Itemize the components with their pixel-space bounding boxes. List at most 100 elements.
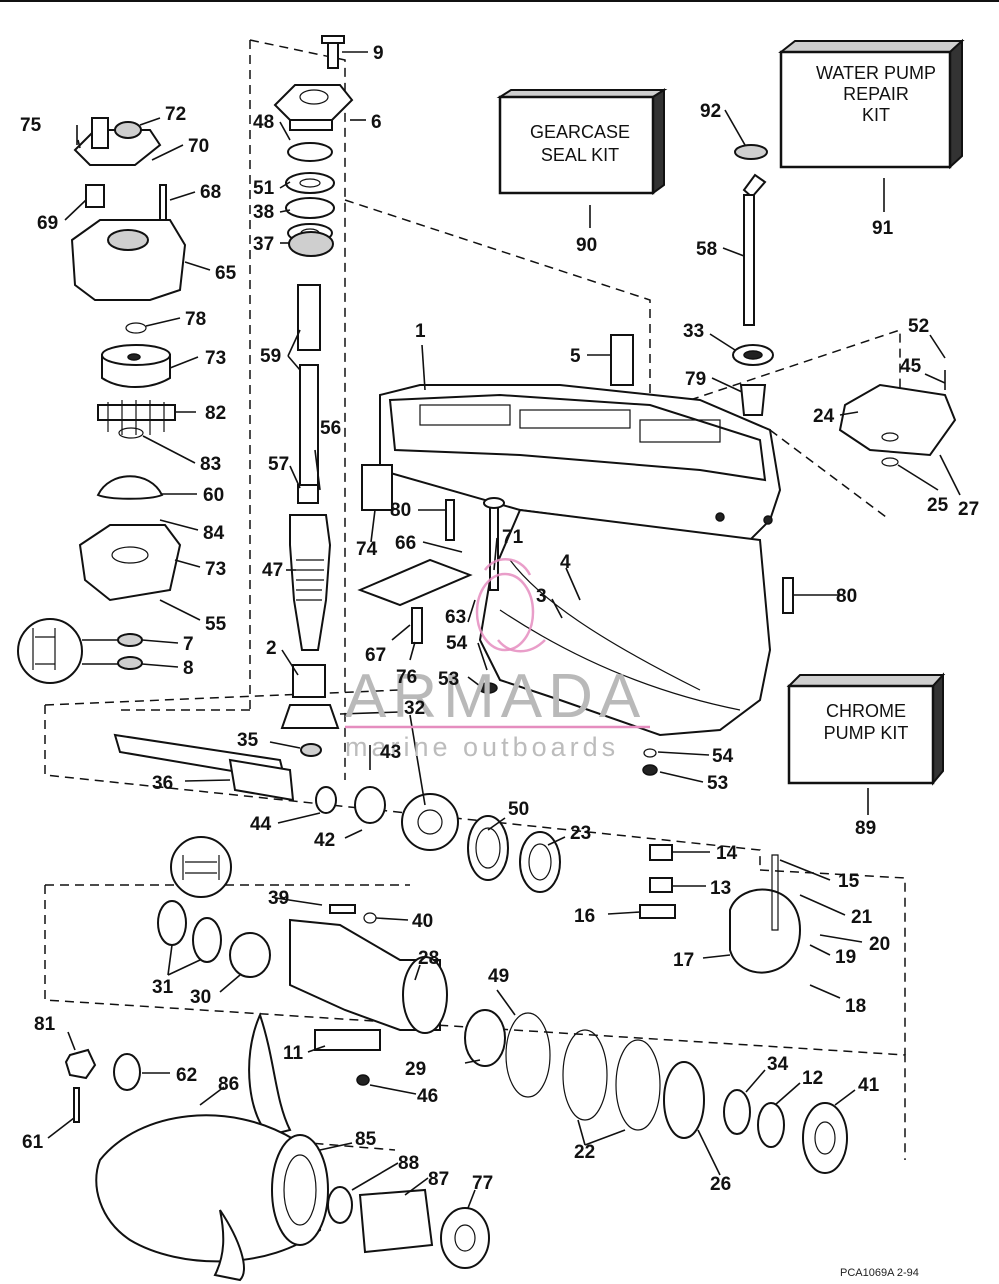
callout-61[interactable]: 61 xyxy=(22,1132,44,1153)
callout-17[interactable]: 17 xyxy=(673,950,694,971)
callout-84[interactable]: 84 xyxy=(203,523,225,544)
callout-5[interactable]: 5 xyxy=(570,346,581,367)
callout-80[interactable]: 80 xyxy=(390,500,411,521)
callout-18[interactable]: 18 xyxy=(845,996,866,1017)
callout-9[interactable]: 9 xyxy=(373,43,384,64)
callout-14[interactable]: 14 xyxy=(716,843,738,864)
callout-55[interactable]: 55 xyxy=(205,614,227,635)
gearcase-housing[interactable] xyxy=(379,384,782,737)
callout-27[interactable]: 27 xyxy=(958,499,979,520)
callout-91[interactable]: 91 xyxy=(872,218,894,239)
callout-80-right[interactable]: 80 xyxy=(836,586,857,607)
callout-47[interactable]: 47 xyxy=(262,560,283,581)
gearcase-seal-kit-box[interactable]: GEARCASE SEAL KIT xyxy=(496,88,668,195)
callout-81[interactable]: 81 xyxy=(34,1014,56,1035)
callout-88[interactable]: 88 xyxy=(398,1153,419,1174)
callout-87[interactable]: 87 xyxy=(428,1169,449,1190)
callout-48[interactable]: 48 xyxy=(253,112,274,133)
callout-71[interactable]: 71 xyxy=(502,527,524,548)
callout-33[interactable]: 33 xyxy=(683,321,704,342)
callout-76[interactable]: 76 xyxy=(396,667,417,688)
callout-21[interactable]: 21 xyxy=(851,907,873,928)
propeller-shaft-gears[interactable] xyxy=(113,733,802,974)
callout-23[interactable]: 23 xyxy=(570,823,591,844)
bearing-housing-assembly[interactable] xyxy=(157,836,848,1174)
callout-50[interactable]: 50 xyxy=(508,799,529,820)
callout-32[interactable]: 32 xyxy=(404,698,425,719)
callout-72[interactable]: 72 xyxy=(165,104,186,125)
callout-59[interactable]: 59 xyxy=(260,346,281,367)
callout-46[interactable]: 46 xyxy=(417,1086,438,1107)
callout-15[interactable]: 15 xyxy=(838,871,860,892)
callout-1[interactable]: 1 xyxy=(415,321,426,342)
callout-43[interactable]: 43 xyxy=(380,742,401,763)
water-tube-assembly[interactable] xyxy=(732,144,957,467)
callout-73[interactable]: 73 xyxy=(205,348,226,369)
water-pump-assembly[interactable] xyxy=(17,117,187,684)
callout-85[interactable]: 85 xyxy=(355,1129,377,1150)
callout-34[interactable]: 34 xyxy=(767,1054,789,1075)
callout-49[interactable]: 49 xyxy=(488,966,509,987)
callout-62[interactable]: 62 xyxy=(176,1065,197,1086)
callout-2[interactable]: 2 xyxy=(266,638,277,659)
callout-73-lower[interactable]: 73 xyxy=(205,559,226,580)
callout-38[interactable]: 38 xyxy=(253,202,274,223)
callout-68[interactable]: 68 xyxy=(200,182,221,203)
callout-26[interactable]: 26 xyxy=(710,1174,731,1195)
callout-40[interactable]: 40 xyxy=(412,911,433,932)
callout-63[interactable]: 63 xyxy=(445,607,466,628)
callout-29[interactable]: 29 xyxy=(405,1059,426,1080)
callout-7[interactable]: 7 xyxy=(183,634,194,655)
callout-22[interactable]: 22 xyxy=(574,1142,595,1163)
callout-66[interactable]: 66 xyxy=(395,533,416,554)
callout-77[interactable]: 77 xyxy=(472,1173,493,1194)
chrome-pump-kit-box[interactable]: CHROME PUMP KIT xyxy=(786,672,946,786)
callout-28[interactable]: 28 xyxy=(418,948,439,969)
callout-36[interactable]: 36 xyxy=(152,773,173,794)
callout-45[interactable]: 45 xyxy=(900,356,922,377)
driveshaft-assembly[interactable] xyxy=(273,35,354,757)
callout-67[interactable]: 67 xyxy=(365,645,386,666)
callout-3[interactable]: 3 xyxy=(536,586,547,607)
callout-92[interactable]: 92 xyxy=(700,101,721,122)
callout-65[interactable]: 65 xyxy=(215,263,237,284)
callout-25[interactable]: 25 xyxy=(927,495,949,516)
propeller-assembly[interactable] xyxy=(64,1012,490,1282)
callout-89[interactable]: 89 xyxy=(855,818,876,839)
callout-74[interactable]: 74 xyxy=(356,539,378,560)
callout-78[interactable]: 78 xyxy=(185,309,206,330)
callout-83[interactable]: 83 xyxy=(200,454,221,475)
callout-4[interactable]: 4 xyxy=(560,552,571,573)
callout-82[interactable]: 82 xyxy=(205,403,226,424)
callout-60[interactable]: 60 xyxy=(203,485,224,506)
callout-44[interactable]: 44 xyxy=(250,814,272,835)
callout-20[interactable]: 20 xyxy=(869,934,890,955)
callout-52[interactable]: 52 xyxy=(908,316,929,337)
callout-39[interactable]: 39 xyxy=(268,888,289,909)
callout-6[interactable]: 6 xyxy=(371,112,382,133)
callout-41[interactable]: 41 xyxy=(858,1075,880,1096)
callout-12[interactable]: 12 xyxy=(802,1068,823,1089)
callout-57[interactable]: 57 xyxy=(268,454,289,475)
callout-35[interactable]: 35 xyxy=(237,730,259,751)
callout-69[interactable]: 69 xyxy=(37,213,58,234)
water-pump-repair-kit-box[interactable]: WATER PUMP REPAIR KIT xyxy=(778,38,965,170)
callout-30[interactable]: 30 xyxy=(190,987,211,1008)
callout-86[interactable]: 86 xyxy=(218,1074,239,1095)
callout-58[interactable]: 58 xyxy=(696,239,717,260)
callout-42[interactable]: 42 xyxy=(314,830,335,851)
callout-51[interactable]: 51 xyxy=(253,178,275,199)
callout-54[interactable]: 54 xyxy=(446,633,468,654)
callout-54-lower[interactable]: 54 xyxy=(712,746,734,767)
callout-13[interactable]: 13 xyxy=(710,878,731,899)
callout-53-lower[interactable]: 53 xyxy=(707,773,728,794)
callout-90[interactable]: 90 xyxy=(576,235,597,256)
callout-24[interactable]: 24 xyxy=(813,406,835,427)
callout-8[interactable]: 8 xyxy=(183,658,194,679)
callout-37[interactable]: 37 xyxy=(253,234,274,255)
callout-56[interactable]: 56 xyxy=(320,418,341,439)
callout-16[interactable]: 16 xyxy=(574,906,595,927)
callout-75[interactable]: 75 xyxy=(20,115,42,136)
center-small-parts[interactable] xyxy=(357,334,794,776)
callout-70[interactable]: 70 xyxy=(188,136,209,157)
